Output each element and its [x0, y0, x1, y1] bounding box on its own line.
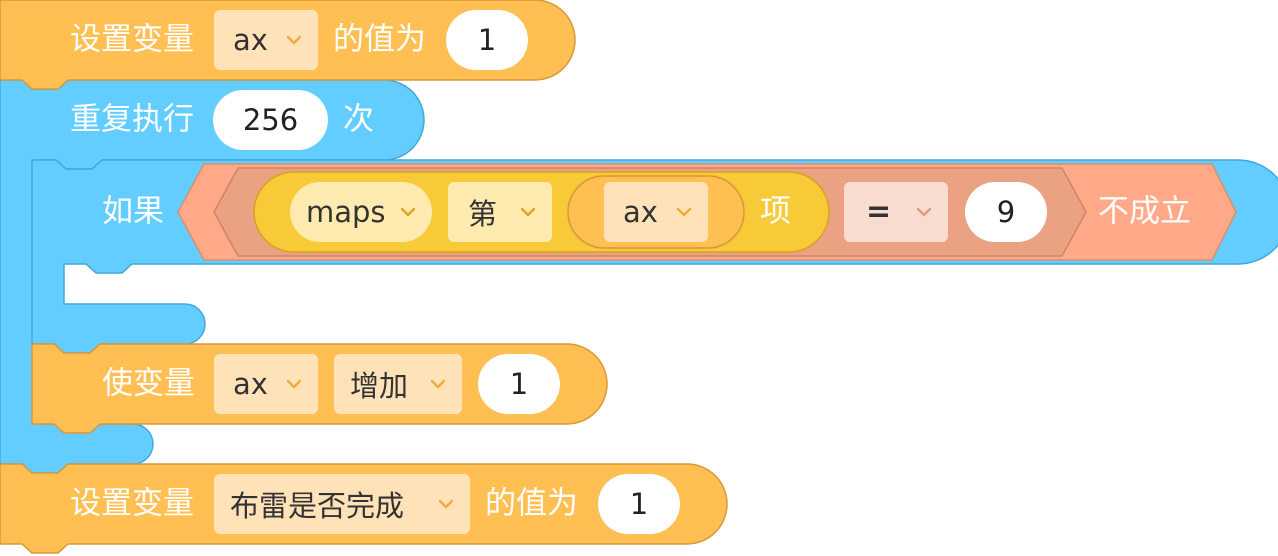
set-variable-label: 设置变量 — [70, 485, 194, 522]
chevron-down-icon — [676, 207, 692, 217]
set-variable-label: 设置变量 — [70, 21, 194, 58]
chevron-down-icon — [400, 207, 416, 217]
item-index-mode-value: 第 — [468, 197, 498, 231]
index-variable-value: ax — [623, 195, 658, 229]
repeat-times-input[interactable]: 256 — [213, 90, 328, 150]
variable-dropdown-value: ax — [233, 23, 268, 57]
variable-dropdown-value: ax — [233, 367, 268, 401]
negation-label: 不成立 — [1098, 193, 1191, 230]
variable-dropdown[interactable]: ax — [214, 354, 318, 414]
chevron-down-icon — [916, 207, 932, 217]
item-index-mode-dropdown[interactable]: 第 — [448, 182, 552, 242]
set-value-label: 的值为 — [333, 21, 426, 58]
change-variable-block[interactable] — [31, 343, 608, 434]
value-input[interactable]: 1 — [598, 474, 680, 534]
set-value-label: 的值为 — [485, 485, 578, 522]
chevron-down-icon — [438, 499, 454, 509]
change-value-text: 1 — [509, 367, 529, 401]
value-input[interactable]: 1 — [446, 10, 528, 70]
list-dropdown-value: maps — [306, 195, 386, 229]
change-value-input[interactable]: 1 — [478, 354, 560, 414]
change-mode-dropdown[interactable]: 增加 — [334, 354, 462, 414]
if-label: 如果 — [102, 193, 164, 230]
change-mode-value: 增加 — [350, 369, 409, 403]
value-input-text: 1 — [477, 23, 497, 57]
list-dropdown[interactable]: maps — [290, 182, 432, 242]
chevron-down-icon — [286, 379, 302, 389]
comparison-operator-value: = — [866, 194, 892, 230]
value-input-text: 1 — [629, 487, 649, 521]
chevron-down-icon — [286, 35, 302, 45]
item-label: 项 — [760, 193, 791, 230]
repeat-suffix-label: 次 — [343, 101, 374, 138]
comparison-operator-dropdown[interactable]: = — [844, 182, 948, 242]
variable-dropdown[interactable]: 布雷是否完成 — [214, 474, 470, 534]
variable-dropdown[interactable]: ax — [214, 10, 318, 70]
change-variable-label: 使变量 — [102, 365, 195, 402]
compare-value-input[interactable]: 9 — [965, 182, 1047, 242]
compare-value-text: 9 — [996, 195, 1016, 229]
chevron-down-icon — [520, 207, 536, 217]
index-variable-dropdown[interactable]: ax — [604, 182, 708, 242]
repeat-times-text: 256 — [242, 103, 299, 137]
repeat-label: 重复执行 — [70, 101, 194, 138]
variable-dropdown-value: 布雷是否完成 — [230, 489, 405, 523]
chevron-down-icon — [430, 379, 446, 389]
